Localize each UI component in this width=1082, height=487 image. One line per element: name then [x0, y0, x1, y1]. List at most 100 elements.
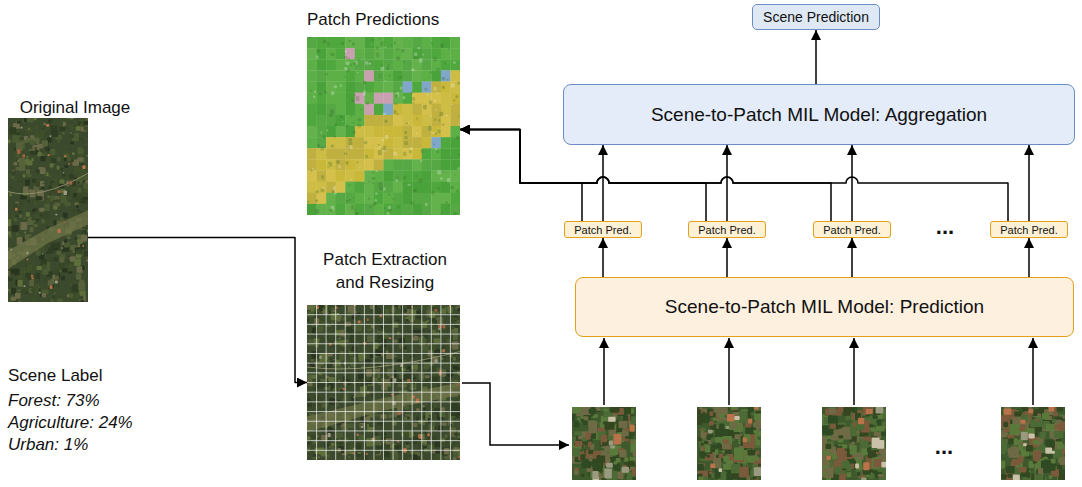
grid-line [450, 305, 451, 460]
prediction-cell [403, 148, 413, 159]
image-speck [388, 206, 391, 209]
image-speck [411, 201, 414, 204]
image-speck [50, 285, 53, 289]
prediction-cell [374, 59, 384, 70]
patch-grid-image [307, 305, 460, 460]
image-speck [370, 305, 374, 309]
image-speck [355, 324, 362, 331]
image-speck [376, 320, 380, 324]
prediction-cell [412, 48, 422, 59]
image-speck [442, 325, 445, 329]
image-speck [34, 215, 39, 219]
prediction-cell [431, 159, 441, 170]
image-speck [70, 135, 74, 138]
image-speck [37, 280, 40, 283]
image-speck [33, 208, 37, 212]
image-speck [57, 157, 61, 162]
image-speck [74, 166, 80, 174]
image-speck [11, 249, 13, 251]
image-speck [55, 214, 57, 216]
image-speck [422, 336, 424, 339]
image-speck [370, 414, 373, 418]
image-speck [375, 192, 377, 195]
prediction-cell [412, 37, 422, 48]
image-speck [411, 69, 415, 72]
image-speck [423, 437, 425, 438]
image-speck [406, 319, 408, 321]
prediction-cell [450, 104, 460, 115]
image-speck [419, 58, 422, 63]
image-speck [395, 92, 399, 97]
image-speck [63, 221, 65, 223]
image-speck [380, 41, 384, 46]
prediction-cell [431, 204, 441, 215]
prediction-cell [441, 115, 451, 126]
image-speck [84, 126, 88, 130]
image-speck [29, 161, 32, 166]
image-speck [308, 311, 314, 316]
image-speck [436, 68, 439, 71]
image-speck [429, 72, 432, 74]
image-speck [307, 319, 309, 321]
prediction-cell [317, 93, 327, 104]
prediction-cell [374, 171, 384, 182]
image-speck [25, 164, 27, 167]
image-speck [395, 94, 398, 97]
image-speck [331, 307, 335, 312]
prediction-cell [345, 82, 355, 93]
image-speck [63, 212, 68, 218]
image-speck [434, 119, 436, 121]
prediction-cell [345, 159, 355, 170]
image-speck [457, 81, 460, 84]
image-speck [437, 170, 441, 174]
prediction-cell [412, 104, 422, 115]
image-speck [73, 209, 77, 212]
image-speck [344, 153, 348, 155]
image-speck [86, 259, 88, 262]
image-speck [336, 433, 343, 438]
image-speck [372, 172, 374, 174]
image-speck [317, 49, 321, 52]
image-speck [403, 410, 406, 413]
image-speck [344, 67, 347, 69]
image-speck [435, 133, 437, 136]
prediction-cell [384, 171, 394, 182]
image-speck [34, 224, 38, 227]
prediction-cell [317, 126, 327, 137]
prediction-cell [364, 171, 374, 182]
image-speck [80, 149, 84, 154]
image-speck [55, 281, 58, 284]
image-speck [457, 308, 460, 311]
prediction-cell [374, 82, 384, 93]
image-speck [378, 37, 380, 39]
image-speck [66, 146, 68, 148]
image-speck [74, 193, 81, 201]
image-speck [37, 266, 43, 270]
prediction-cell [384, 48, 394, 59]
image-speck [314, 388, 316, 390]
prediction-cell [345, 37, 355, 48]
image-speck [423, 345, 429, 351]
image-speck [24, 231, 27, 233]
image-speck [375, 308, 382, 314]
prediction-cell [393, 115, 403, 126]
image-speck [11, 176, 13, 178]
prediction-cell [317, 70, 327, 81]
prediction-cell [345, 171, 355, 182]
prediction-cells [307, 37, 460, 215]
image-speck [69, 125, 74, 130]
image-speck [381, 317, 383, 319]
image-speck [355, 212, 359, 215]
image-speck [64, 155, 67, 157]
image-speck [388, 194, 390, 196]
image-speck [432, 305, 435, 307]
prediction-cell [374, 104, 384, 115]
image-speck [15, 293, 21, 299]
prediction-cell [412, 171, 422, 182]
prediction-cell [422, 171, 432, 182]
image-speck [348, 57, 350, 60]
image-speck [371, 39, 374, 41]
image-speck [31, 278, 33, 280]
image-speck [413, 365, 418, 369]
image-speck [76, 267, 83, 274]
